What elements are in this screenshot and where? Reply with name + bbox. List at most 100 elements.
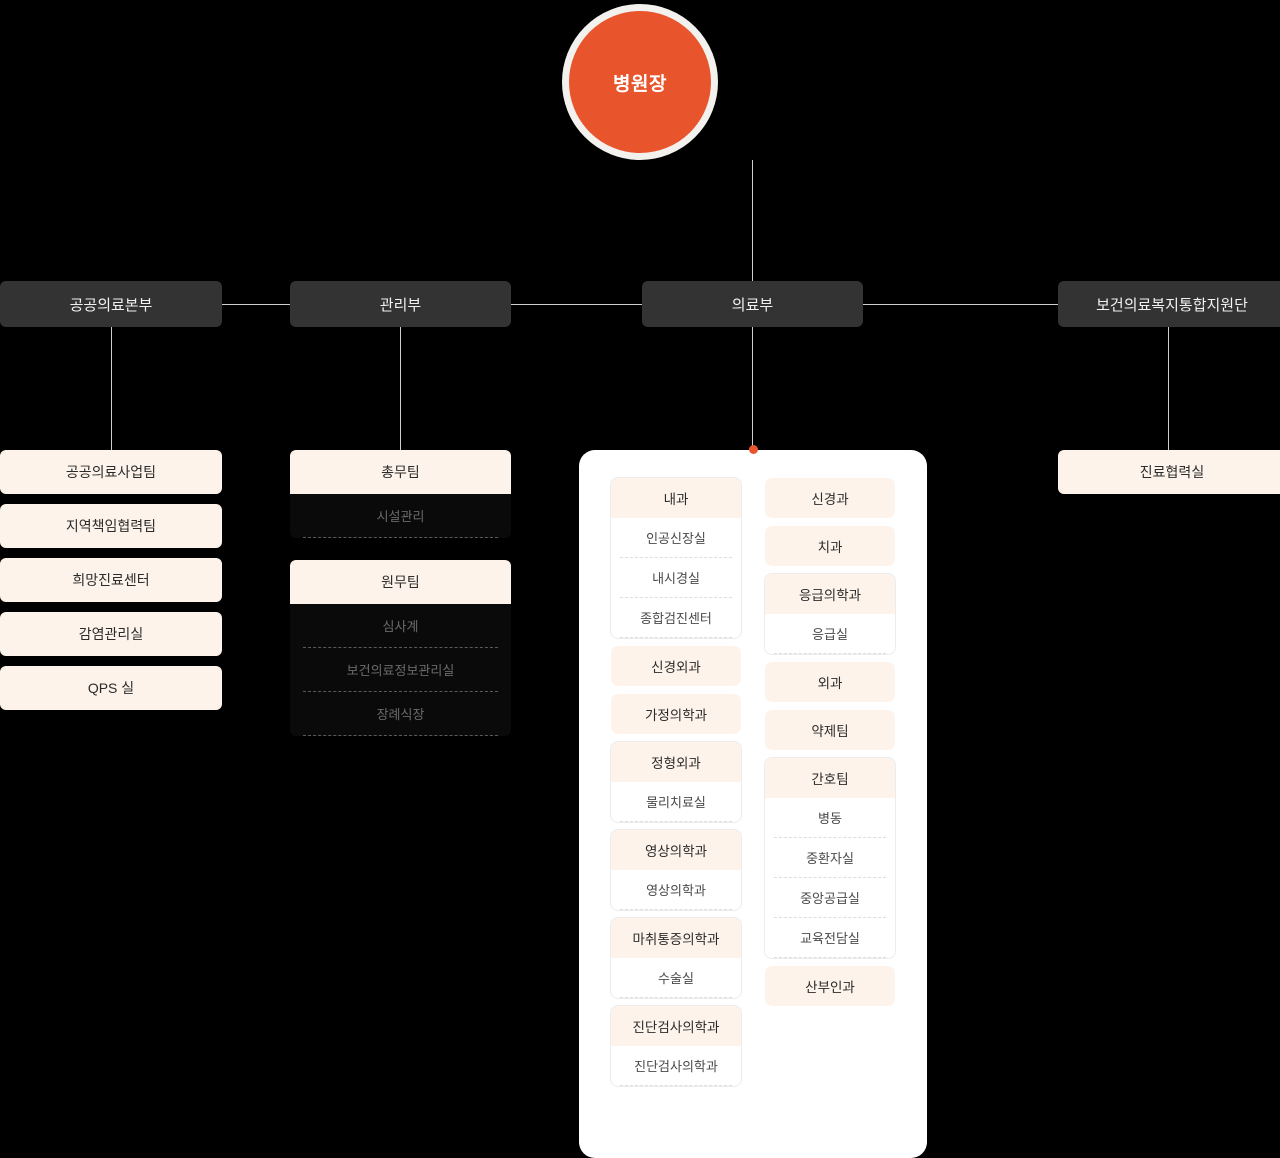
medical-group-header[interactable]: 내과 [611,478,741,518]
dept-box-medical[interactable]: 의료부 [642,281,863,327]
medical-group[interactable]: 신경과 [765,478,895,518]
medical-group-header[interactable]: 신경외과 [611,646,741,686]
medical-sub-item[interactable]: 영상의학과 [620,870,732,910]
dept-box-label: 보건의료복지통합지원단 [1096,296,1248,314]
dept-box-label: 관리부 [379,296,422,314]
group-sub-label: 보건의료정보관리실 [346,663,455,678]
group-header[interactable]: 원무팀 [290,560,511,604]
connector-top-row-2 [511,304,642,305]
group-header[interactable]: 총무팀 [290,450,511,494]
dept-box-public-health[interactable]: 공공의료본부 [0,281,222,327]
medical-group-header-label: 신경과 [811,492,849,507]
medical-group-header[interactable]: 영상의학과 [611,830,741,870]
unit-label: 지역책임협력팀 [65,518,157,534]
medical-sub-item[interactable]: 중앙공급실 [774,878,886,918]
medical-sub-item[interactable]: 물리치료실 [620,782,732,822]
medical-sub-item[interactable]: 종합검진센터 [620,598,732,638]
unit-box[interactable]: 희망진료센터 [0,558,222,602]
medical-sub-item[interactable]: 인공신장실 [620,518,732,558]
medical-group-header[interactable]: 가정의학과 [611,694,741,734]
medical-group-header[interactable]: 간호팀 [765,758,895,798]
medical-sub-label: 진단검사의학과 [634,1059,718,1074]
group-sub-label: 심사계 [382,619,419,634]
dept-box-label: 의료부 [731,296,774,314]
group-sub-item[interactable]: 장례식장 [303,692,498,736]
medical-group-header[interactable]: 약제팀 [765,710,895,750]
medical-sub-item[interactable]: 수술실 [620,958,732,998]
medical-sub-label: 물리치료실 [646,795,706,810]
unit-box[interactable]: 지역책임협력팀 [0,504,222,548]
dept-box-label: 공공의료본부 [69,296,153,314]
medical-group-header-label: 가정의학과 [644,708,708,723]
medical-sub-label: 중환자실 [806,851,854,866]
dept-box-welfare[interactable]: 보건의료복지통합지원단 [1058,281,1280,327]
medical-sub-label: 교육전담실 [800,931,860,946]
medical-group-header-label: 신경외과 [651,660,701,675]
medical-sub-item[interactable]: 진단검사의학과 [620,1046,732,1086]
medical-group-header-label: 약제팀 [811,724,849,739]
medical-card-connector-dot [749,445,758,454]
connector-top-row-1 [222,304,290,305]
medical-group-header-label: 치과 [817,540,843,555]
medical-sub-item[interactable]: 중환자실 [774,838,886,878]
group-sub-item[interactable]: 보건의료정보관리실 [303,648,498,692]
unit-label: 감염관리실 [78,626,144,642]
medical-group-header[interactable]: 진단검사의학과 [611,1006,741,1046]
unit-box-clinical-cooperation[interactable]: 진료협력실 [1058,450,1280,494]
admin-group-general-affairs[interactable]: 총무팀 시설관리 [290,450,511,538]
medical-sub-label: 중앙공급실 [800,891,860,906]
medical-group-header-label: 진단검사의학과 [632,1020,720,1035]
group-sub-label: 시설관리 [376,509,425,524]
medical-group[interactable]: 신경외과 [611,646,741,686]
medical-group-header[interactable]: 응급의학과 [765,574,895,614]
medical-sub-item[interactable]: 응급실 [774,614,886,654]
connector-drop-admin [400,327,401,450]
group-sub-item[interactable]: 심사계 [303,604,498,648]
medical-group-header-label: 응급의학과 [798,588,862,603]
admin-group-patient-affairs[interactable]: 원무팀 심사계 보건의료정보관리실 장례식장 [290,560,511,736]
medical-group[interactable]: 치과 [765,526,895,566]
medical-group-header[interactable]: 신경과 [765,478,895,518]
medical-sub-item[interactable]: 내시경실 [620,558,732,598]
unit-label: 공공의료사업팀 [65,464,157,480]
connector-drop-welfare [1168,327,1169,450]
medical-sub-item[interactable]: 교육전담실 [774,918,886,958]
medical-group-header[interactable]: 정형외과 [611,742,741,782]
medical-group-header[interactable]: 외과 [765,662,895,702]
medical-sub-label: 수술실 [658,971,694,986]
unit-box[interactable]: 감염관리실 [0,612,222,656]
medical-sub-label: 종합검진센터 [640,611,712,626]
medical-group-header[interactable]: 산부인과 [765,966,895,1006]
unit-box[interactable]: 공공의료사업팀 [0,450,222,494]
medical-group-header[interactable]: 치과 [765,526,895,566]
dept-box-admin[interactable]: 관리부 [290,281,511,327]
medical-group[interactable]: 가정의학과 [611,694,741,734]
group-sub-item[interactable]: 시설관리 [303,494,498,538]
medical-sub-item[interactable]: 병동 [774,798,886,838]
medical-group-header-label: 간호팀 [811,772,849,787]
org-root-node-director[interactable]: 병원장 [562,4,718,160]
connector-root-vertical [752,160,753,281]
medical-group-header-label: 영상의학과 [644,844,708,859]
connector-top-row-3 [863,304,1058,305]
medical-group-header-label: 외과 [817,676,843,691]
medical-group[interactable]: 산부인과 [765,966,895,1006]
medical-group[interactable]: 외과 [765,662,895,702]
unit-box[interactable]: QPS 실 [0,666,222,710]
medical-group-header[interactable]: 마취통증의학과 [611,918,741,958]
medical-group-header-label: 내과 [663,492,689,507]
group-header-label: 총무팀 [381,464,420,480]
medical-group[interactable]: 약제팀 [765,710,895,750]
connector-drop-medical [752,327,753,450]
